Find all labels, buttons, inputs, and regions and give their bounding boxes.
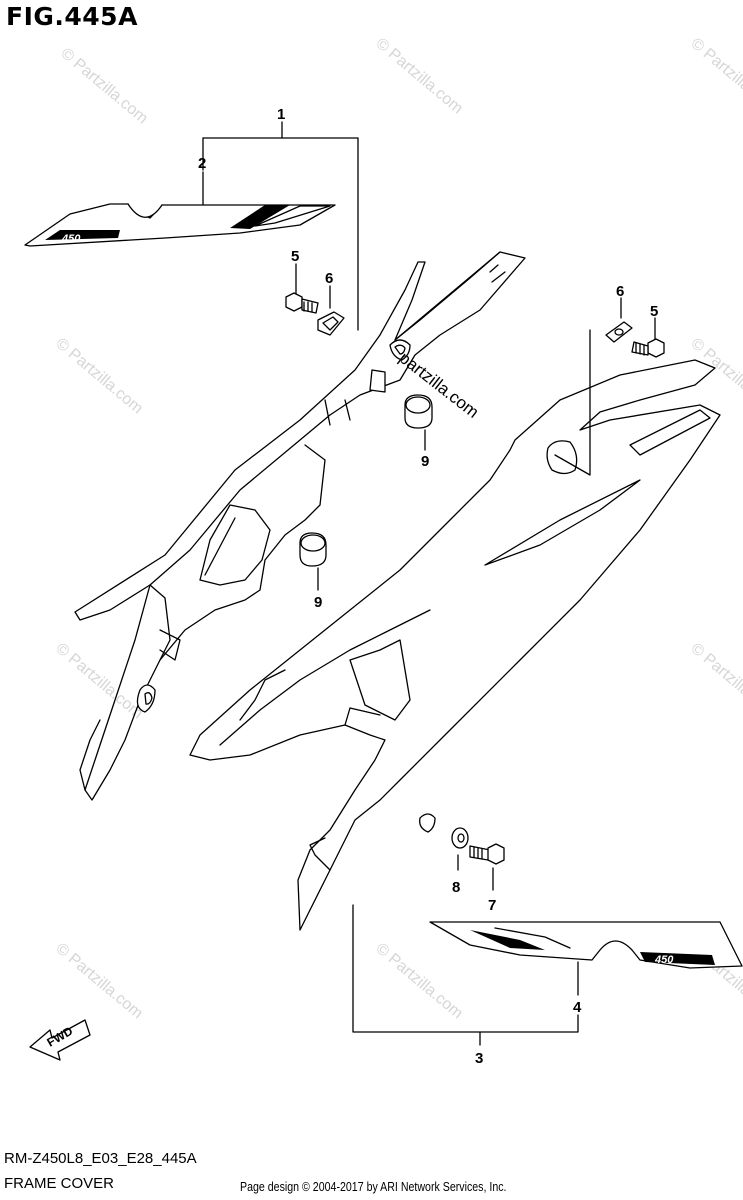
bolt-upper-left <box>285 263 319 314</box>
watermark: © Partzilla.com <box>52 640 146 722</box>
callout-9: 9 <box>314 594 322 611</box>
callout-4: 4 <box>573 999 582 1016</box>
grommet-lower <box>299 532 327 591</box>
decal-left <box>24 203 336 247</box>
watermark: © Partzilla.com <box>372 35 466 117</box>
decal-emblem-right: 450 <box>654 954 674 966</box>
callout-5: 5 <box>650 303 658 320</box>
callout-3: 3 <box>475 1050 483 1067</box>
callout-numbers: 1 2 3 4 5 5 6 6 7 8 9 9 <box>198 106 658 1067</box>
watermark: © Partzilla.com <box>687 640 743 722</box>
callout-leader-6 <box>554 329 591 476</box>
decal-right <box>429 921 743 996</box>
callout-leader-1 <box>202 137 359 331</box>
diagram-name: FRAME COVER <box>4 1175 115 1192</box>
callout-2: 2 <box>198 155 206 172</box>
callout-6: 6 <box>616 283 624 300</box>
watermark: © Partzilla.com <box>57 45 151 127</box>
washer-upper-left <box>317 285 345 336</box>
callout-6: 6 <box>325 270 333 287</box>
callout-8: 8 <box>452 879 460 896</box>
washer-lower <box>451 827 469 871</box>
fwd-arrow <box>29 1019 91 1061</box>
callout-5: 5 <box>291 248 299 265</box>
callout-9: 9 <box>421 453 429 470</box>
diagram-code: RM-Z450L8_E03_E28_445A <box>4 1150 197 1167</box>
grommet-upper <box>404 394 433 451</box>
frame-cover-right <box>189 339 721 931</box>
callout-1: 1 <box>277 106 285 123</box>
watermark: © Partzilla.com <box>52 335 146 417</box>
callout-7: 7 <box>488 897 496 914</box>
copyright-footer: Page design © 2004-2017 by ARI Network S… <box>240 1180 507 1194</box>
figure-title: FIG.445A <box>6 2 138 31</box>
callout-leader-3 <box>352 904 579 1033</box>
washer-right <box>605 297 633 343</box>
decal-emblem-left: 450 <box>61 233 81 245</box>
watermark: © Partzilla.com <box>52 940 146 1022</box>
bolt-right <box>631 317 665 358</box>
watermark: © Partzilla.com <box>687 35 743 117</box>
watermark: © Partzilla.com <box>372 940 466 1022</box>
bolt-lower <box>469 843 505 891</box>
frame-cover-left <box>74 251 526 801</box>
